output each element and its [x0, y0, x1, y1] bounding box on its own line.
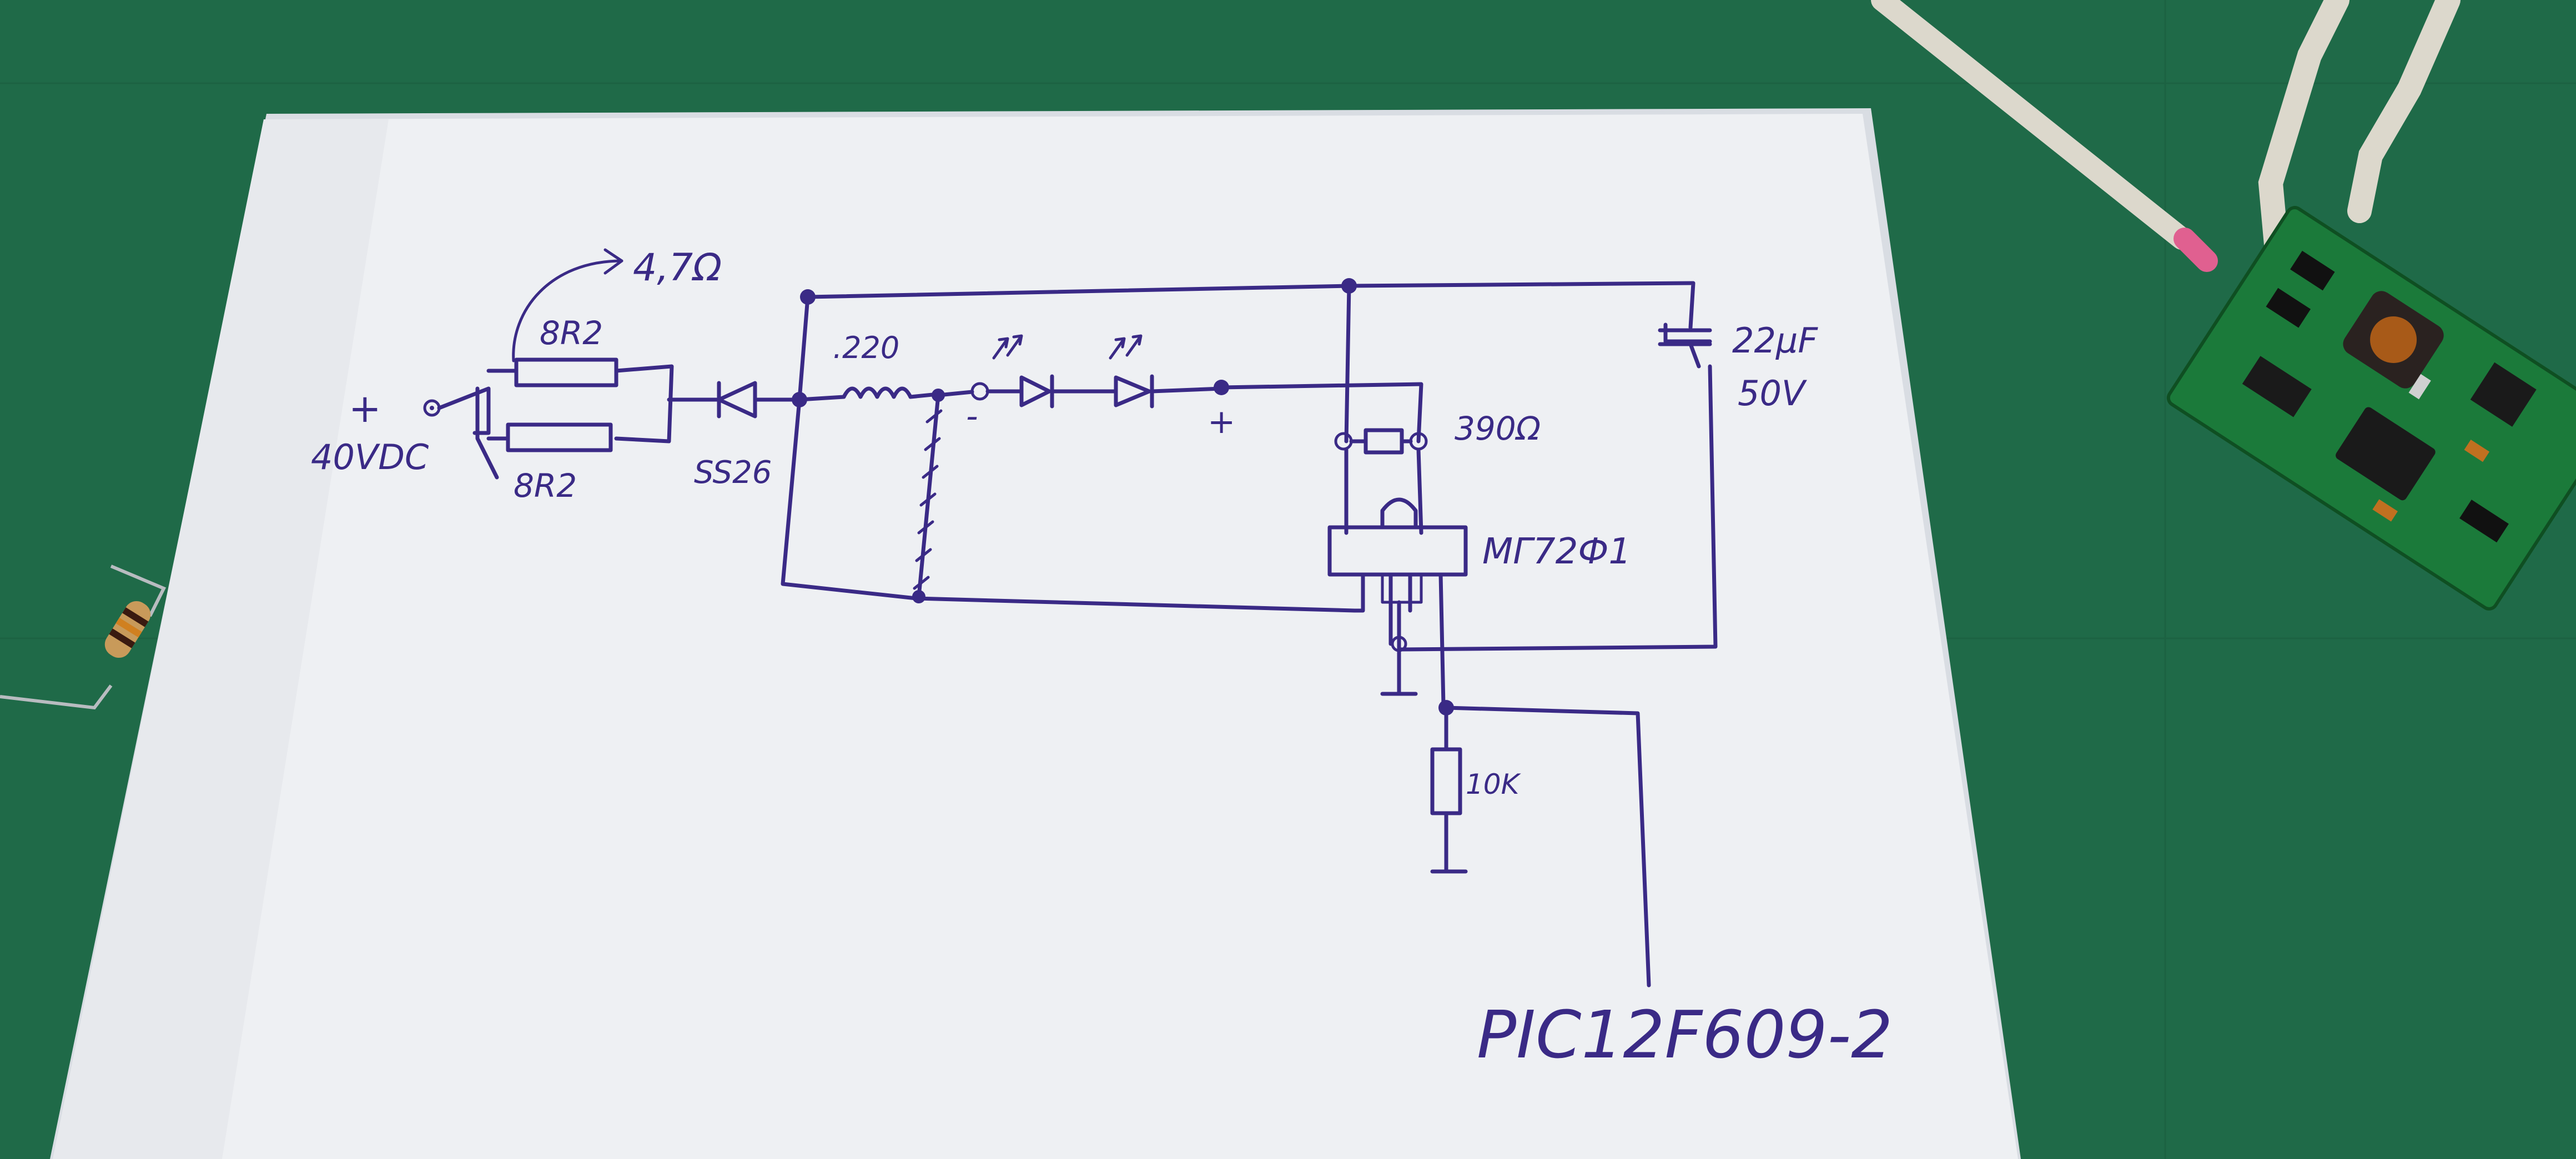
label-capacitor-value: 22μF	[1732, 320, 1818, 361]
label-pulldown: 10K	[1466, 768, 1522, 800]
label-input-plus: +	[349, 386, 381, 431]
label-capacitor-voltage: 50V	[1738, 373, 1808, 414]
resistor-8r2-bottom	[506, 422, 613, 452]
led-driver-pcb	[2166, 206, 2576, 611]
label-led-plus: +	[1208, 402, 1235, 441]
label-input-voltage: 40VDC	[311, 437, 429, 477]
cables	[1871, 0, 2461, 272]
schematic	[423, 248, 1718, 987]
label-resistor-gate: 390Ω	[1455, 410, 1541, 447]
label-resistor-bottom: 8R2	[514, 467, 577, 505]
label-inductor: .220	[833, 330, 899, 365]
label-replacement-resistor: 4,7Ω	[633, 246, 722, 290]
paper-shadow	[53, 119, 389, 1159]
loose-resistor	[0, 565, 167, 710]
capacitor-22uf	[1658, 328, 1712, 369]
label-controller: PIC12F609-2	[1477, 996, 1893, 1073]
inductor	[797, 386, 940, 402]
schematic-labels: + 40VDC 8R2 8R2 4,7Ω SS26 .220 - + 390Ω …	[311, 246, 1893, 1073]
label-resistor-top: 8R2	[540, 314, 603, 352]
paper-sheet	[53, 114, 2018, 1159]
label-mosfet: МГ72Ф1	[1482, 531, 1631, 572]
label-diode: SS26	[694, 455, 772, 491]
label-led-minus: -	[966, 397, 978, 436]
